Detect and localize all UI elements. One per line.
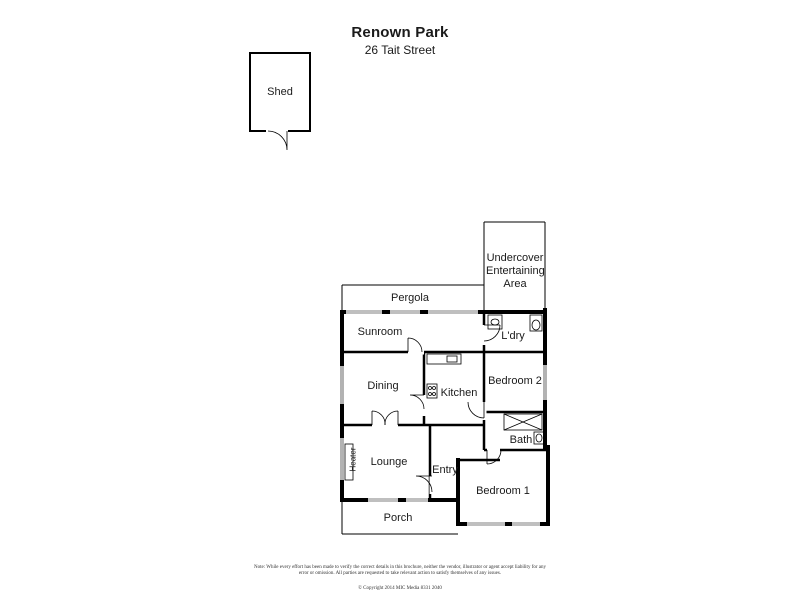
heater-label: Heater (348, 447, 358, 472)
room-label-bath: Bath (509, 434, 533, 446)
room-label-porch: Porch (383, 512, 413, 524)
page-subtitle: 26 Tait Street (364, 43, 436, 57)
fixtures (344, 314, 545, 481)
room-label-shed: Shed (267, 86, 293, 98)
pergola-outline (341, 284, 484, 312)
room-label-laundry: L'dry (501, 330, 525, 342)
undercover-area-outline (483, 221, 546, 310)
room-label-bedroom-2: Bedroom 2 (488, 375, 542, 387)
page-title: Renown Park (351, 24, 449, 41)
door-swings (371, 324, 502, 493)
room-label-dining: Dining (367, 380, 399, 392)
room-label-entry: Entry (432, 464, 458, 476)
windows (340, 310, 547, 526)
shed-outline (249, 52, 311, 151)
disclaimer-note: Note: While every effort has been made t… (253, 565, 546, 576)
room-label-bedroom-1: Bedroom 1 (476, 485, 530, 497)
room-label-sunroom: Sunroom (357, 326, 403, 338)
room-label-undercover: Undercover Entertaining Area (486, 252, 545, 290)
room-label-pergola: Pergola (391, 292, 429, 304)
porch-outline (341, 500, 458, 535)
room-label-kitchen: Kitchen (440, 387, 478, 399)
room-label-lounge: Lounge (370, 456, 408, 468)
copyright-text: © Copyright 2014 MIC Media 8331 2040 (358, 586, 442, 591)
